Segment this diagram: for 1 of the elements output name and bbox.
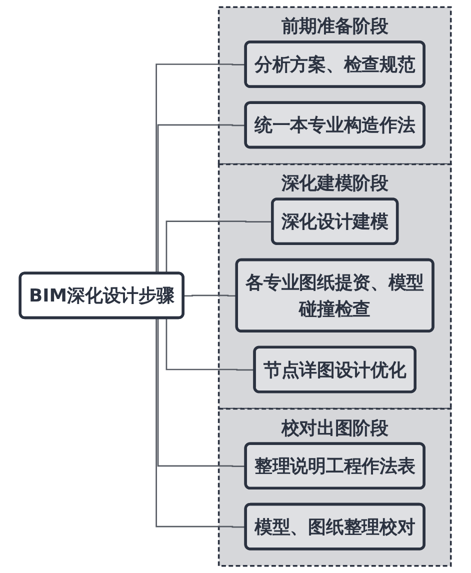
connector	[184, 294, 238, 297]
